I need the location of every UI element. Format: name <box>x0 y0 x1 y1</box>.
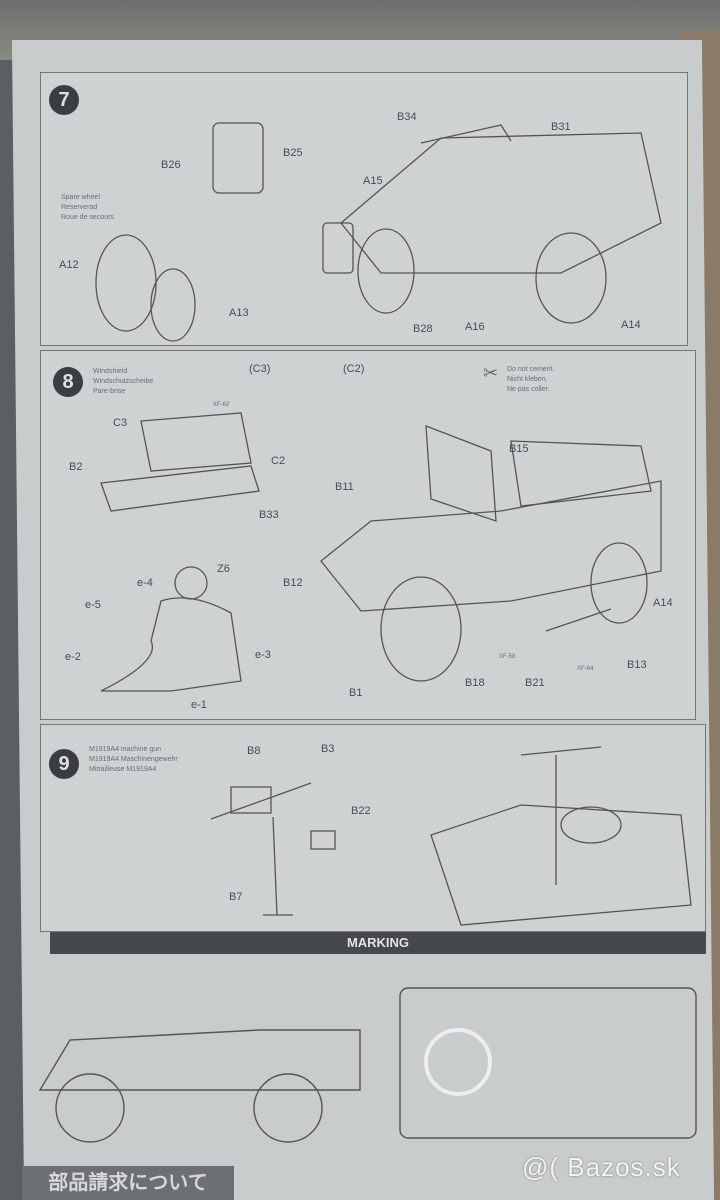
part-label: B31 <box>551 121 571 133</box>
part-label: B28 <box>413 323 433 335</box>
part-label: A12 <box>59 259 79 271</box>
do-not-cement-note: Do not cement. Nicht kleben. Ne pas coll… <box>507 365 554 395</box>
caption-line: Roue de secours <box>61 214 114 221</box>
parts-request-heading: 部品請求について <box>22 1166 234 1200</box>
step-7-panel: 7 Spare wheel Reserverad Roue de secours… <box>40 72 688 346</box>
part-label: A15 <box>363 175 383 187</box>
step-number: 8 <box>53 367 83 397</box>
paint-label: XF-58 <box>499 654 516 660</box>
title-line: M1919A4 Maschinengewehr <box>89 756 178 763</box>
part-label: A14 <box>653 597 673 609</box>
step-9-panel: 9 M1919A4 machine gun M1919A4 Maschineng… <box>40 724 706 932</box>
part-label: A13 <box>229 307 249 319</box>
part-label: e-5 <box>85 599 101 611</box>
spare-wheel-caption: Spare wheel Reserverad Roue de secours <box>61 193 114 223</box>
jeep-front-drawing <box>100 412 662 692</box>
step-9-title: M1919A4 machine gun M1919A4 Maschinengew… <box>89 745 178 775</box>
part-label: C3 <box>113 417 128 429</box>
part-label: e-3 <box>255 649 271 661</box>
part-label: B12 <box>283 577 303 589</box>
step-8-panel: 8 Windshield Windschutzscheibe Pare-bris… <box>40 350 696 720</box>
paint-label: XF-64 <box>577 666 594 672</box>
ref-c2: (C2) <box>343 363 365 375</box>
part-label: B2 <box>69 461 83 473</box>
step-number: 7 <box>49 85 79 115</box>
part-label: B11 <box>335 481 354 493</box>
do-not-cement-icon: ✂ <box>483 363 499 383</box>
part-label: Z6 <box>217 563 230 575</box>
note-line: Do not cement. <box>507 366 555 373</box>
part-label: C2 <box>271 455 286 467</box>
title-line: Mitrailleuse M1919A4 <box>89 766 157 773</box>
part-label: A16 <box>465 321 485 333</box>
ref-c3: (C3) <box>249 363 271 375</box>
caption-line: Reserverad <box>61 204 98 211</box>
jeep-rear-drawing <box>95 122 662 342</box>
note-line: Nicht kleben. <box>507 376 548 383</box>
part-label: B34 <box>397 111 417 123</box>
part-label: e-4 <box>137 577 153 589</box>
part-label: B8 <box>247 745 261 757</box>
machine-gun-drawing <box>210 746 692 926</box>
part-label: B15 <box>509 443 529 455</box>
part-label: B22 <box>351 805 371 817</box>
part-label: B33 <box>259 509 279 521</box>
part-label: B21 <box>525 677 545 689</box>
watermark: @( Bazos.sk <box>522 1152 681 1182</box>
part-label: e-1 <box>191 699 207 711</box>
part-label: B7 <box>229 891 243 903</box>
caption-line: Spare wheel <box>61 194 100 201</box>
part-label: B13 <box>627 659 647 671</box>
part-label: B18 <box>465 677 485 689</box>
part-label: A14 <box>621 319 641 331</box>
part-label: B26 <box>161 159 181 171</box>
paint-label: XF-62 <box>213 402 230 408</box>
title-line: M1919A4 machine gun <box>89 746 161 753</box>
title-line: Pare-brise <box>93 388 126 395</box>
step-number: 9 <box>49 749 79 779</box>
part-label: B3 <box>321 743 335 755</box>
part-label: B1 <box>349 687 363 699</box>
marking-header: MARKING <box>50 932 706 954</box>
step-8-title: Windshield Windschutzscheibe Pare-brise <box>93 367 153 397</box>
title-line: Windschutzscheibe <box>93 378 154 385</box>
part-label: B25 <box>283 147 303 159</box>
part-label: e-2 <box>65 651 81 663</box>
title-line: Windshield <box>93 368 128 375</box>
note-line: Ne pas coller. <box>507 386 550 393</box>
